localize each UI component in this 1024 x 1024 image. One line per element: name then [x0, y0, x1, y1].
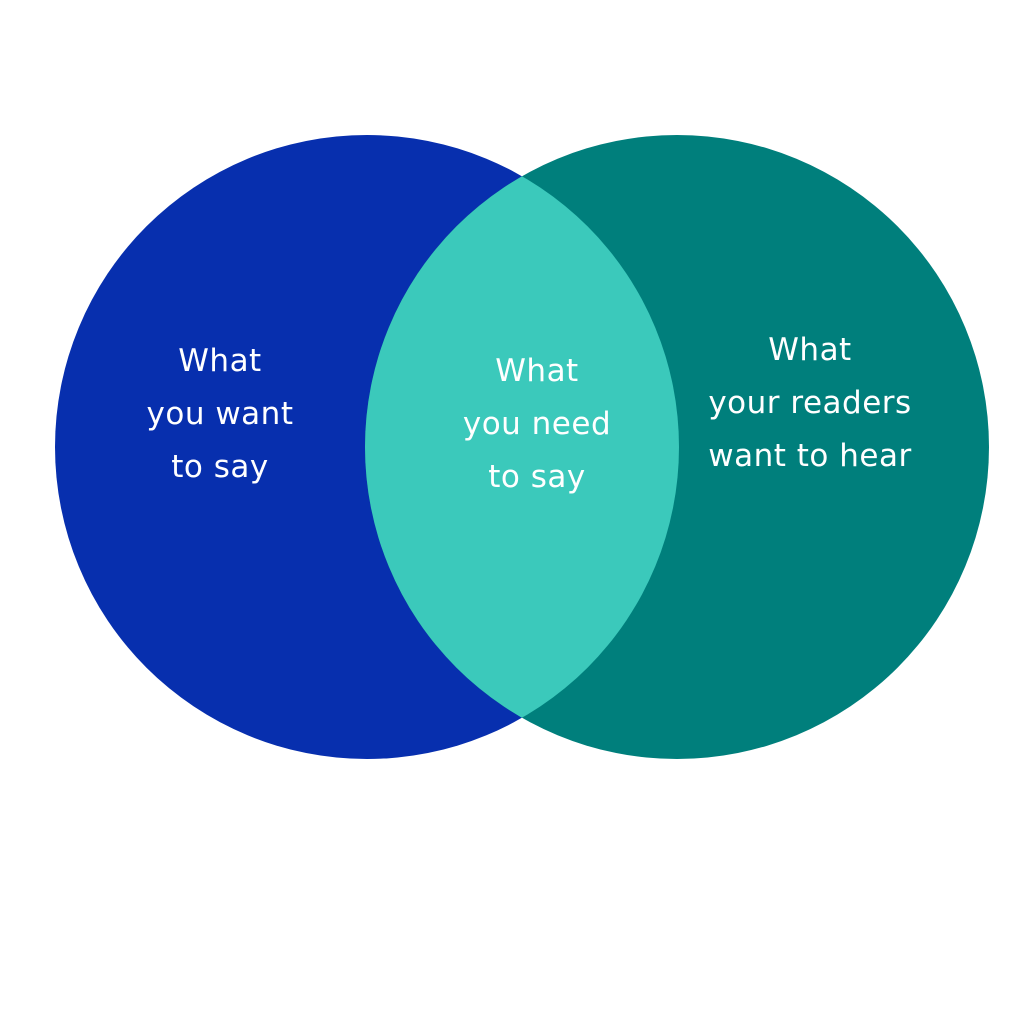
- overlap-what-you-need-to-say: [365, 135, 679, 759]
- label-line: to say: [171, 449, 269, 485]
- label-line: What: [495, 353, 579, 389]
- label-line: What: [178, 343, 262, 379]
- label-line: your readers: [708, 385, 912, 421]
- label-what-you-need-to-say: What you need to say: [427, 345, 647, 504]
- label-what-you-want-to-say: What you want to say: [110, 335, 330, 494]
- label-what-your-readers-want-to-hear: What your readers want to hear: [680, 324, 940, 483]
- label-line: What: [768, 332, 852, 368]
- label-line: to say: [488, 459, 586, 495]
- label-line: you want: [146, 396, 294, 432]
- label-line: want to hear: [708, 438, 912, 474]
- label-line: you need: [462, 406, 612, 442]
